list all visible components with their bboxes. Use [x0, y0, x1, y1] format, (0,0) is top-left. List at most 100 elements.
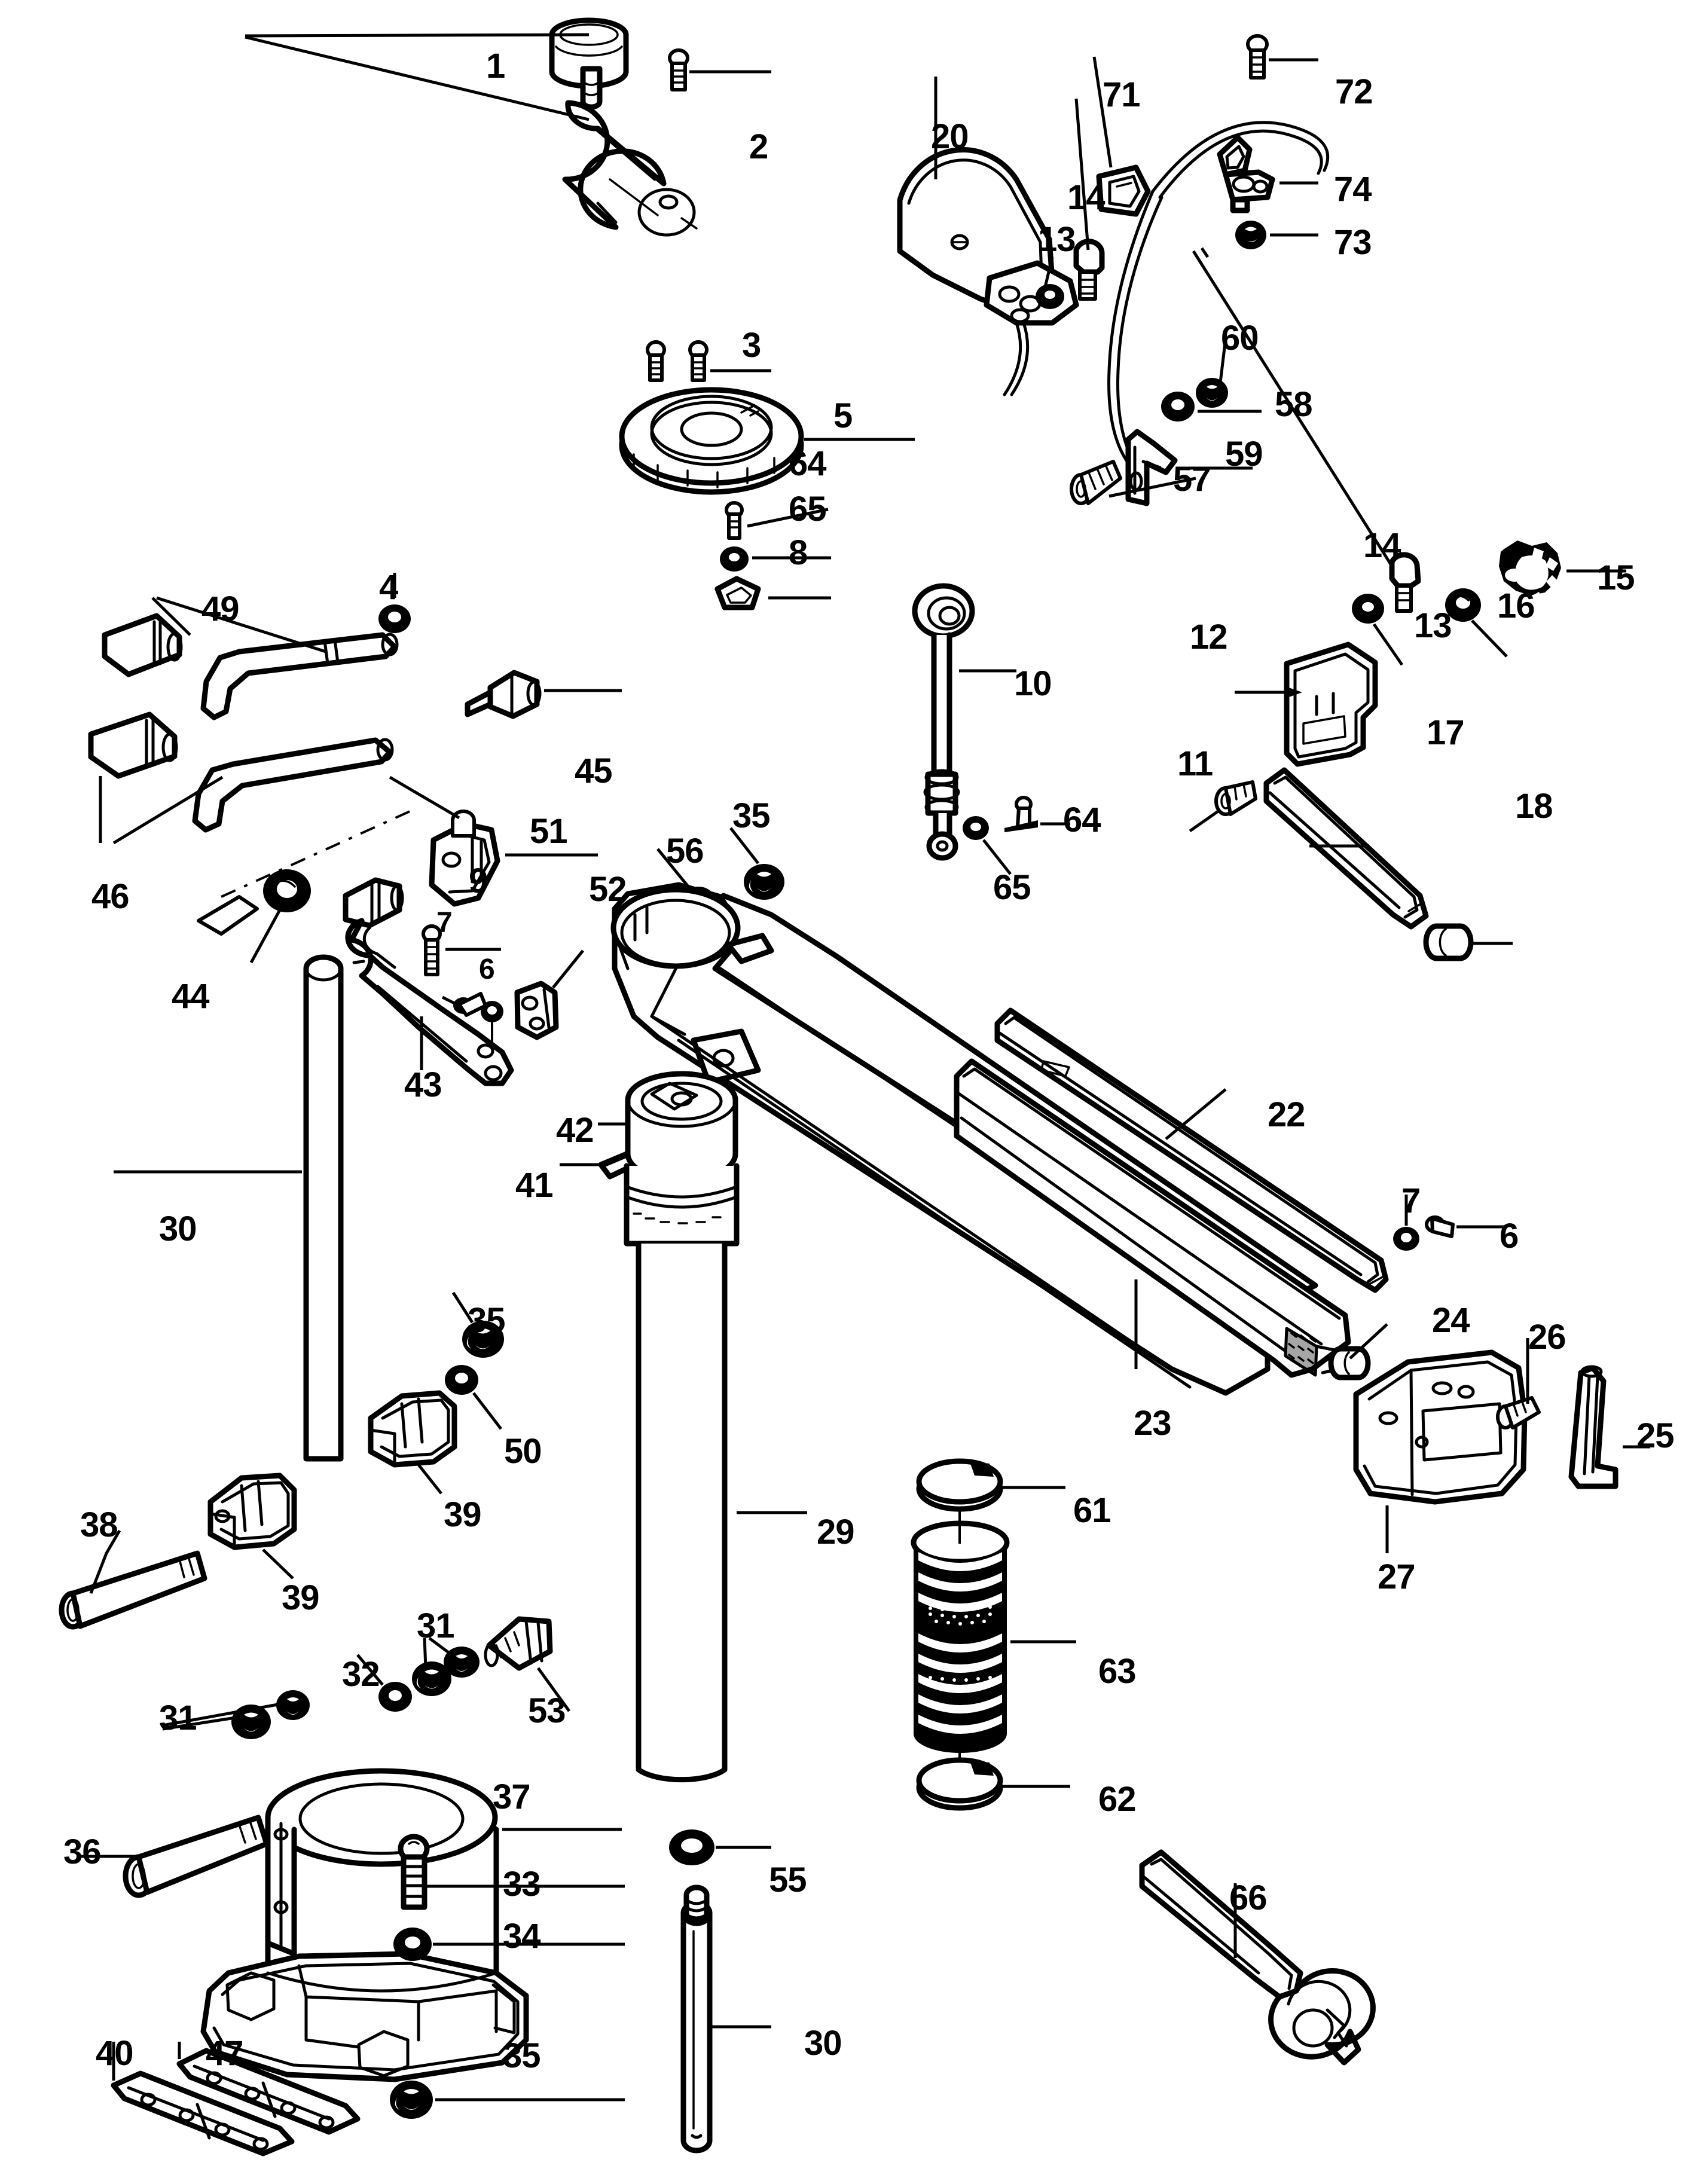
part-6-lock-washer-a [481, 1001, 503, 1045]
part-61-bellows-clamp-upper [916, 1458, 1003, 1512]
callout-50: 50 [504, 1432, 542, 1471]
part-31-hex-nut-a [412, 1661, 451, 1696]
callout-41: 41 [515, 1166, 554, 1205]
part-39-column-clamp-a [368, 1390, 457, 1468]
part-71-cable-clip [1096, 164, 1151, 217]
part-64-rod-screw-a [725, 501, 744, 540]
callout-30b: 30 [804, 2024, 842, 2063]
callout-27: 27 [1378, 1557, 1416, 1596]
part-crank-arm-body [562, 66, 698, 237]
part-24-arm-cap-plug [1328, 1346, 1371, 1380]
part-3-plate-screws [646, 340, 709, 382]
callout-26: 26 [1528, 1318, 1566, 1357]
part-43-yoke-clamp-handle [345, 918, 514, 1086]
callout-39b: 39 [282, 1578, 320, 1617]
callout-65b: 65 [993, 868, 1031, 907]
callout-7a: 7 [436, 907, 453, 939]
callout-31a: 31 [417, 1606, 455, 1645]
part-56-arm-washer [680, 887, 716, 919]
part-49-handle-grip-upper [102, 613, 183, 677]
callout-35b: 35 [468, 1301, 506, 1340]
callout-1: 1 [486, 47, 505, 85]
part-46-handle-grip-lower [88, 711, 178, 779]
callout-52: 52 [589, 870, 627, 909]
callout-25: 25 [1636, 1416, 1675, 1455]
part-41-roll-pin [598, 1151, 638, 1180]
part-53-hex-bolt [484, 1616, 553, 1671]
part-1-crank-cap [549, 17, 629, 89]
callout-8: 8 [789, 533, 808, 572]
part-5-swivel-index-plate [619, 387, 804, 495]
part-18-end-cap-plug [1423, 923, 1474, 961]
part-39-column-clamp-b [207, 1473, 297, 1550]
part-8-clamp-nut [714, 576, 761, 610]
callout-34: 34 [503, 1917, 541, 1956]
callout-43: 43 [404, 1065, 442, 1104]
callout-18: 18 [1515, 787, 1553, 826]
callout-9: 9 [469, 862, 488, 900]
part-31-hex-nut-b [444, 1647, 480, 1678]
part-33-base-screw [398, 1834, 430, 1910]
callout-62: 62 [1098, 1780, 1137, 1819]
part-27-arm-end-cap [1353, 1349, 1528, 1505]
callout-23: 23 [1134, 1404, 1172, 1443]
callout-6b: 6 [1500, 1217, 1519, 1256]
part-63-bellows-boot [911, 1507, 1010, 1777]
callout-63: 63 [1098, 1652, 1137, 1691]
callout-7b: 7 [1401, 1181, 1421, 1220]
callout-71: 71 [1103, 75, 1141, 114]
callout-3: 3 [742, 326, 761, 365]
part-34-base-washer [393, 1928, 432, 1961]
callout-74: 74 [1334, 170, 1372, 209]
callout-20: 20 [931, 117, 969, 156]
part-7-flat-washer-b [1393, 1227, 1419, 1251]
part-38-clamp-bolt [59, 1550, 207, 1630]
callout-29: 29 [817, 1513, 855, 1551]
part-60-switch-nut [1196, 378, 1228, 408]
part-4-handle-washer [378, 604, 411, 633]
part-73-terminal-nut [1235, 221, 1266, 249]
callout-13a: 13 [1038, 220, 1076, 259]
part-62-bellows-clamp-lower [916, 1757, 1003, 1811]
part-57-switch-screw [1070, 460, 1122, 505]
part-45-handle-grip-short [465, 670, 542, 719]
callout-2: 2 [749, 127, 768, 166]
part-7-flat-washer-a [453, 992, 487, 1017]
part-51-swivel-lock-bracket [429, 810, 500, 907]
callout-46: 46 [91, 877, 130, 916]
callout-15: 15 [1597, 558, 1635, 597]
part-49-handle-rod [200, 632, 399, 720]
part-11-latch-screw [1214, 780, 1257, 816]
part-58-switch-washer [1161, 392, 1195, 421]
callout-53: 53 [528, 1691, 566, 1730]
part-64-rod-screw-b [1004, 796, 1038, 832]
callout-40: 40 [96, 2034, 134, 2073]
callout-73: 73 [1334, 223, 1372, 262]
callout-38: 38 [80, 1505, 118, 1544]
callout-55: 55 [769, 1861, 807, 1899]
callout-56: 56 [666, 832, 704, 870]
callout-35a: 35 [732, 796, 771, 835]
part-52-pivot-link [514, 980, 559, 1040]
callout-4: 4 [379, 568, 398, 607]
part-30-column-rod-tall [303, 954, 344, 1462]
part-29-column-tube [624, 1071, 740, 1783]
callout-6a: 6 [479, 954, 495, 985]
callout-39a: 39 [444, 1495, 482, 1534]
part-22-upper-arm-rail [994, 1007, 1389, 1293]
part-12-latch-plate [1284, 642, 1378, 767]
callout-10: 10 [1014, 664, 1052, 703]
callout-16: 16 [1497, 587, 1535, 625]
part-35-hex-nut-arm [744, 864, 784, 900]
part-30-threaded-rod-lower [680, 1884, 713, 2154]
part-arm-body [610, 882, 1318, 1396]
callout-72: 72 [1335, 72, 1373, 111]
callout-32: 32 [342, 1655, 380, 1694]
callout-37: 37 [493, 1777, 531, 1816]
part-13-washer-motor [1036, 284, 1064, 309]
part-17-track-bar [1263, 767, 1429, 930]
callout-65a: 65 [789, 490, 827, 529]
part-handle-bushing [343, 877, 404, 928]
part-72-terminal-screw [1246, 34, 1269, 80]
